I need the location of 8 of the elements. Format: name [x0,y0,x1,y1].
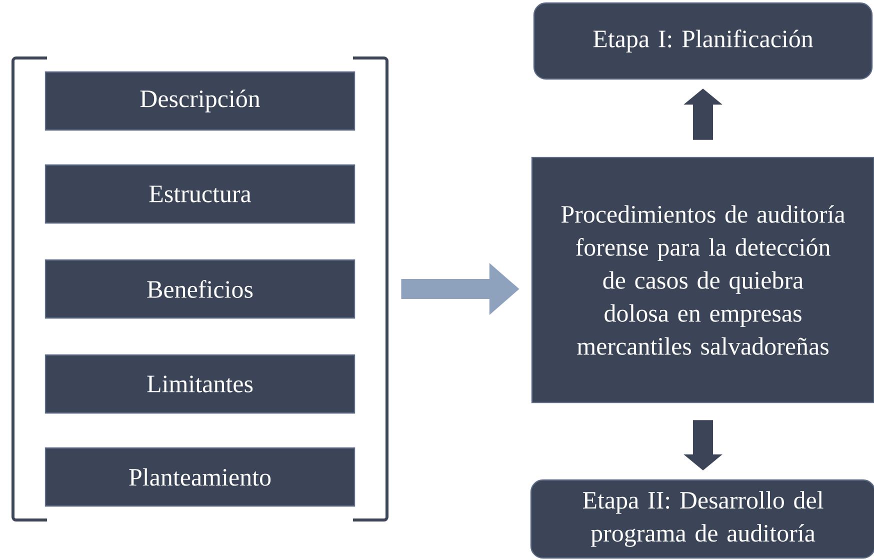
stage-box: Etapa I: Planificación [533,2,873,80]
topic-box: Estructura [44,164,356,224]
topic-box: Beneficios [44,259,356,319]
topic-box: Limitantes [44,354,356,414]
stage-box: Etapa II: Desarrollo del programa de auditoría [530,479,874,559]
topic-box: Planteamiento [44,447,356,507]
topic-box: Descripción [44,71,356,131]
center-box: Procedimientos de auditoría forense para la detección de casos de quiebra dolosa en empresas mercantiles salvadoreñas [531,156,874,404]
